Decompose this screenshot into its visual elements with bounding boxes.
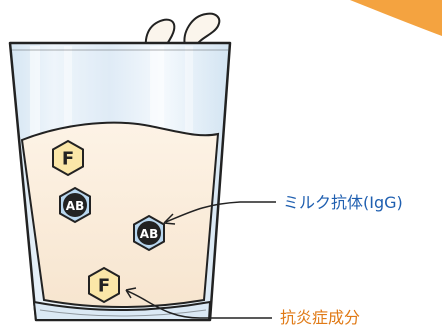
glass-bottom — [32, 300, 212, 321]
hexagon-f-icon: F — [88, 266, 120, 304]
antibody-badge-label: AB — [66, 199, 84, 213]
factor-badge-label: F — [98, 276, 110, 297]
hexagon-ab-icon: AB — [133, 214, 165, 252]
anti-inflammatory-callout — [125, 287, 272, 319]
antibody-badge-label: AB — [140, 227, 158, 241]
anti-inflammatory-label: 抗炎症成分 — [280, 308, 360, 327]
antibody-label: ミルク抗体(IgG) — [283, 193, 403, 212]
hexagon-f-icon: F — [52, 139, 84, 177]
orange-corner-accent — [350, 0, 442, 36]
factor-badge-label: F — [62, 149, 74, 170]
hexagon-ab-icon: AB — [59, 186, 91, 224]
antibody-callout — [163, 201, 276, 225]
